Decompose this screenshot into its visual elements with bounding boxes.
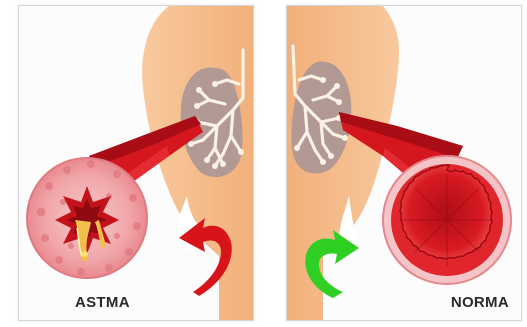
asthma-label: ASTMA — [75, 294, 130, 311]
open-lumen — [400, 165, 492, 259]
airway-cross-section-normal — [383, 156, 511, 284]
normal-label: NORMA — [451, 294, 509, 311]
airway-cross-section-asthma — [27, 158, 147, 278]
asthma-illustration — [19, 6, 253, 320]
normal-panel: NORMA — [286, 5, 522, 321]
asthma-panel: ASTMA — [18, 5, 254, 321]
normal-illustration — [287, 6, 521, 320]
